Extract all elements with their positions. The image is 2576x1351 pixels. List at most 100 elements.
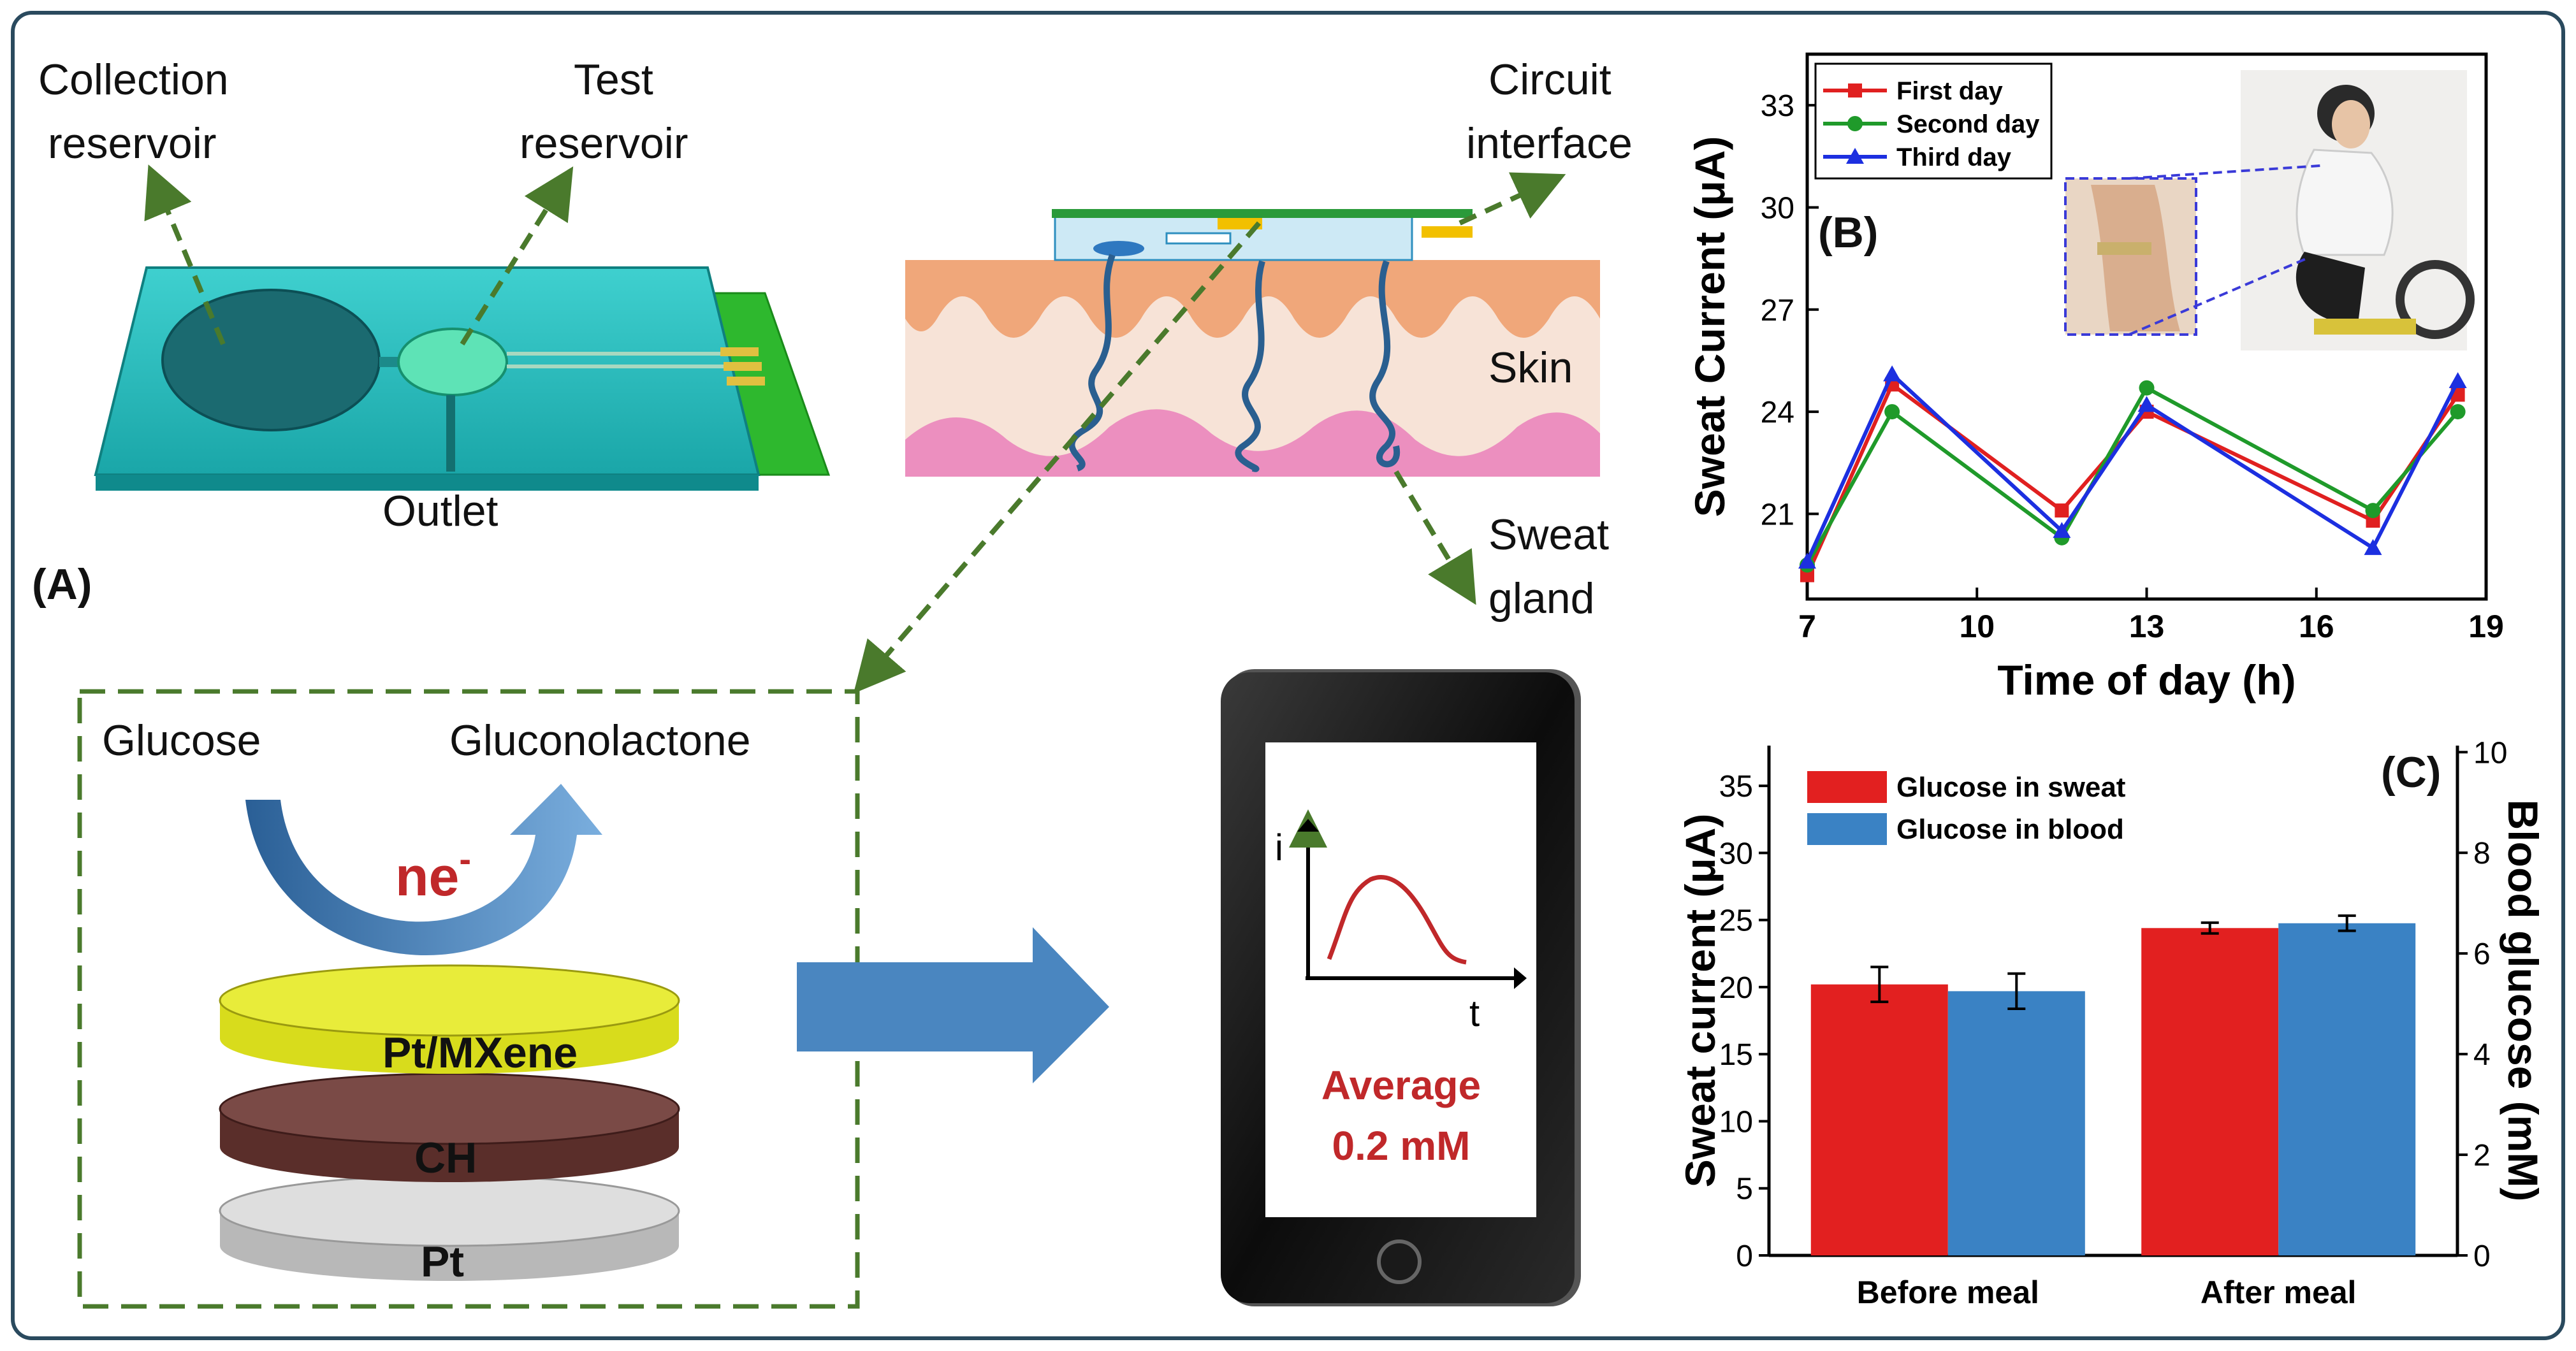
sweat-gland-label-1: Sweat [1488,510,1609,559]
circuit-arrow [1459,172,1566,226]
epidermis [905,260,1600,338]
glucose-label: Glucose [102,716,261,765]
gluconolactone-label: Gluconolactone [449,716,751,765]
chart-c-y-tick-label: 25 [1719,904,1753,938]
skin-cross-section [905,209,1600,477]
chart-b-point [1883,365,1902,382]
reaction-arrow [245,784,602,956]
sweat-gland-label-2: gland [1488,574,1594,623]
chart-c-bar [1947,991,2085,1255]
test-reservoir-label-1: Test [574,55,653,104]
chart-b-x-tick-label: 19 [2468,609,2504,644]
chart-c-y-tick-label: 0 [1736,1239,1753,1273]
chart-c-legend-swatch [1807,771,1887,803]
chart-b-point [2137,396,2156,412]
chart-b-point [2365,503,2381,519]
chart-c-y-tick-label: 15 [1719,1038,1753,1072]
zoom-arrow [853,221,1262,694]
ch-label: CH [414,1134,477,1182]
chart-b-point [1798,553,1816,569]
chart-b-x-tick-label: 7 [1798,609,1816,644]
chart-c-y2-tick-label: 10 [2473,736,2507,770]
outlet-channel [446,395,455,472]
collection-reservoir-label-2: reservoir [48,119,217,168]
chart-c-y-axis-title: Sweat current (μA) [1677,814,1724,1188]
chart-c-legend-label: Glucose in sweat [1896,772,2126,803]
amperometric-curve [1327,874,1467,965]
chart-c-bar [2141,928,2279,1255]
photo-inset [2064,70,2475,350]
chart-b-legend-marker [1848,83,1862,98]
chart-c-y-tick-label: 5 [1736,1173,1753,1206]
chart-b-point [2449,372,2467,388]
pt-mxene-label: Pt/MXene [382,1029,578,1077]
sweat-gland-arrow [1394,470,1476,605]
sweat-gland-2 [1235,260,1265,472]
sweat-gland-3 [1369,260,1401,468]
phone-y-axis: i [1275,827,1283,869]
chart-b-y-tick-label: 21 [1761,498,1794,531]
sweat-gland-1 [1068,254,1116,472]
chart-c-bar [1810,984,1948,1255]
chart-b-y-axis-title: Sweat Current (μA) [1686,136,1733,517]
chart-b: (B) Sweat Current (μA) Time of day (h) 7… [1686,52,2504,704]
chart-c-y2-tick-label: 6 [2473,937,2491,971]
test-reservoir-label-2: reservoir [520,119,688,168]
circuit-interface-label-2: interface [1466,119,1633,168]
chart-c-y-tick-label: 35 [1719,770,1753,804]
chart-b-x-tick-label: 10 [1959,609,1995,644]
smartphone: i t Average 0.2 mM [1221,669,1581,1306]
panel-c-label: (C) [2381,748,2441,797]
pt-label: Pt [421,1238,464,1286]
chart-b-legend-label: Second day [1896,110,2040,138]
chart-c-y-tick-label: 30 [1719,837,1753,871]
chart-c-legend-label: Glucose in blood [1896,814,2124,845]
chart-c-category-label: After meal [2201,1275,2357,1310]
chart-b-point [2053,522,2071,538]
chart-b-point [1884,404,1900,420]
chart-b-legend-label: Third day [1896,143,2012,171]
chart-b-point [2055,503,2069,518]
chart-c-y-tick-label: 20 [1719,971,1753,1005]
chart-c-y2-tick-label: 0 [2473,1239,2491,1273]
chart-c-y-tick-label: 10 [1719,1105,1753,1139]
chip-edge [96,475,759,491]
chart-b-legend-marker [1846,148,1864,164]
chart-b-series-line-2 [1805,371,2460,563]
phone-average-value: 0.2 mM [1332,1123,1471,1169]
chart-c-category-label: Before meal [1857,1275,2039,1310]
chart-b-legend-marker [1847,116,1863,131]
electrode-stack [219,964,680,1281]
phone-average-label: Average [1321,1062,1481,1108]
panel-b-label: (B) [1818,208,1878,257]
collection-arrow [144,164,226,345]
panel-a: (A) Collection reservoir Test reservoir … [32,55,1633,1309]
collection-reservoir-label-1: Collection [38,55,229,104]
home-button[interactable] [1377,1239,1422,1284]
phone-x-axis: t [1469,993,1480,1034]
chart-b-point [2139,380,2155,396]
chart-b-y-tick-label: 24 [1761,396,1794,430]
chart-b-y-tick-label: 33 [1761,89,1794,123]
circuit-interface-label-1: Circuit [1488,55,1612,104]
chart-b-y-tick-label: 27 [1761,294,1794,328]
pt-layer [219,1174,680,1247]
panel-a-label: (A) [32,560,92,609]
chart-b-y-tick-label: 30 [1761,191,1794,225]
chart-b-x-tick-label: 13 [2129,609,2165,644]
chart-c-bar [2278,923,2416,1255]
chart-c-y2-tick-label: 2 [2473,1139,2491,1173]
chart-c-y2-axis-title: Blood glucose (mM) [2500,800,2547,1202]
skin-label: Skin [1488,343,1573,392]
chart-b-x-tick-label: 16 [2299,609,2334,644]
chart-c: (C) Sweat current (μA) Blood glucose (mM… [1677,736,2547,1310]
chart-c-y2-tick-label: 8 [2473,837,2491,871]
result-arrow [797,927,1109,1083]
chart-b-legend-label: First day [1896,77,2003,105]
chart-b-point [2450,404,2466,420]
chart-c-y2-tick-label: 4 [2473,1038,2491,1072]
